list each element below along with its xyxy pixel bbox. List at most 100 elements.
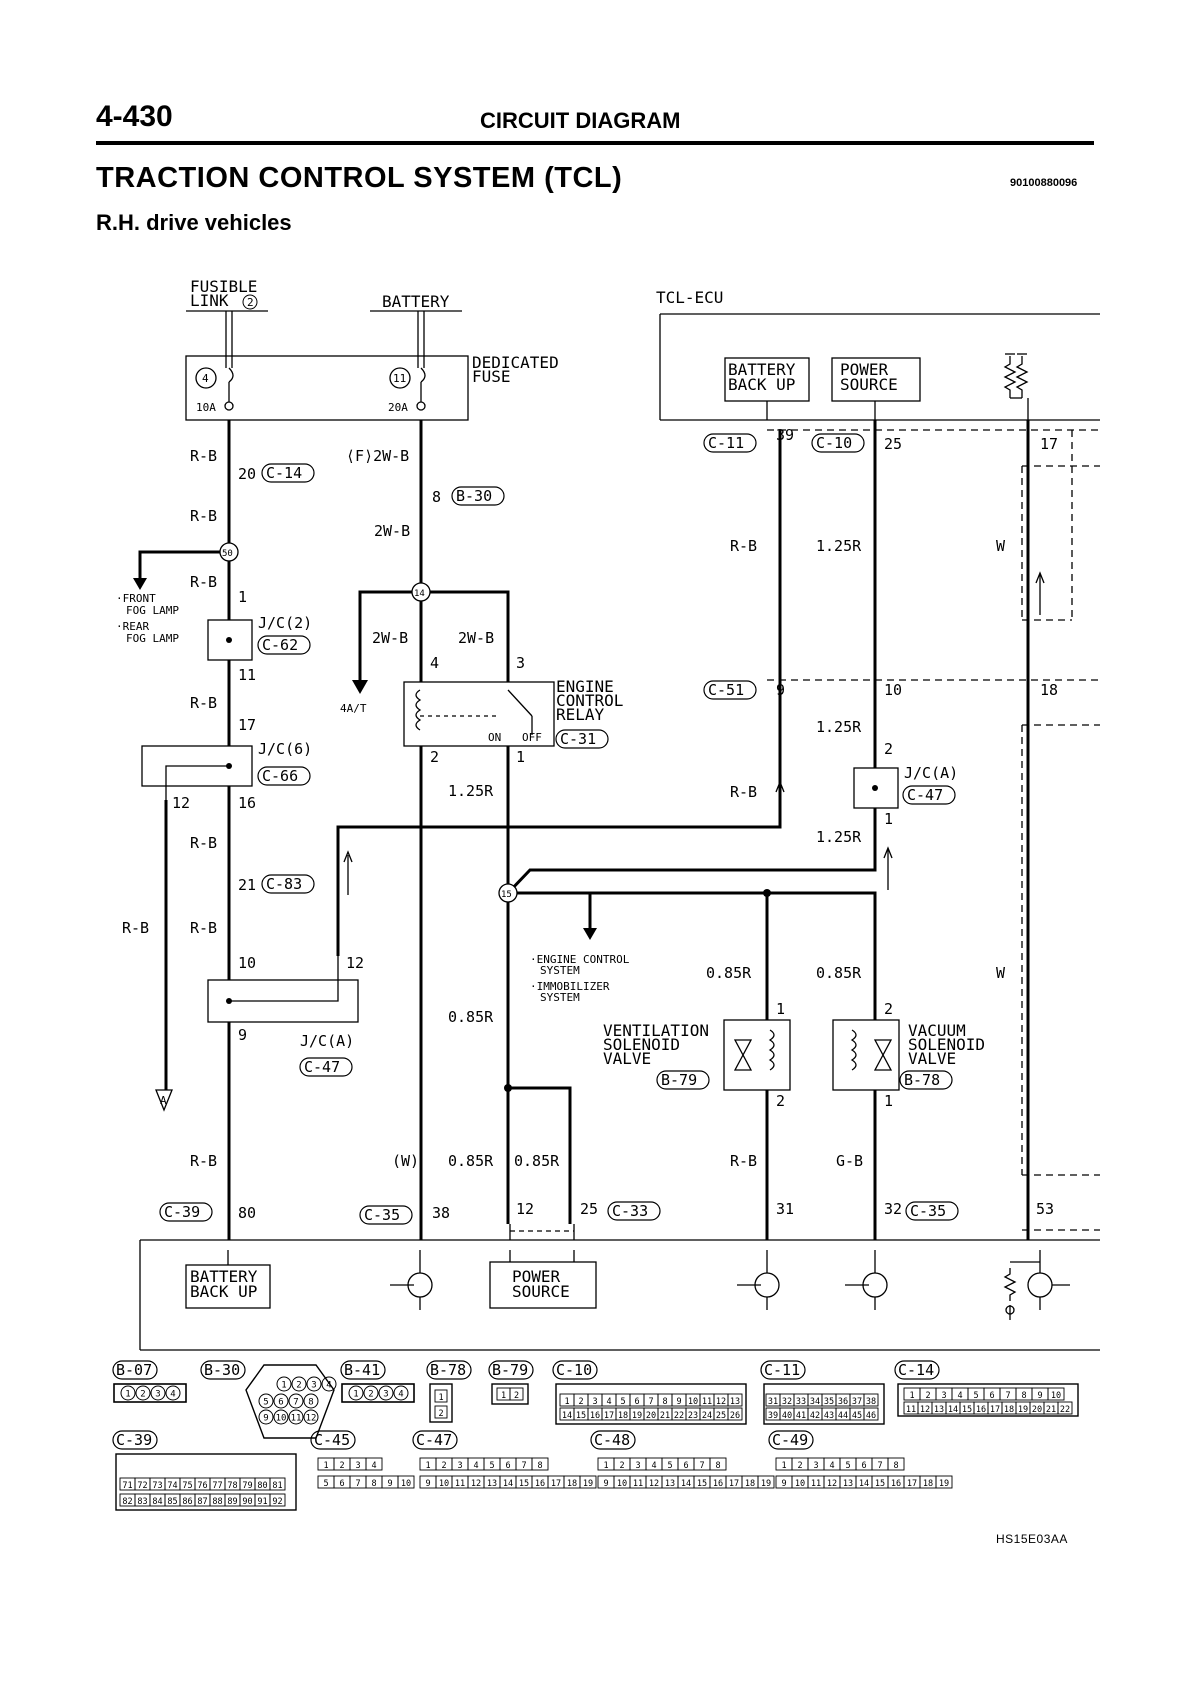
wire-color-label: 2W-B [372, 629, 408, 647]
connector-c14-pin: 8 [1021, 1391, 1026, 1401]
connector-c45-cell [365, 1457, 383, 1471]
connector-c11-pin: 33 [796, 1397, 806, 1407]
connector-c11-cell [863, 1393, 879, 1407]
wire-color-label: 0.85R [514, 1152, 560, 1170]
ground-a-label: A [160, 1094, 167, 1107]
connector-c47-pin: 15 [519, 1479, 529, 1489]
connector-c47-pin: 10 [439, 1479, 449, 1489]
connector-c39-pin: 85 [167, 1497, 177, 1507]
connector-b30-cell [306, 1376, 322, 1392]
bottom-battery-backup-label-2: BACK UP [190, 1282, 257, 1301]
splice-label: 15 [501, 890, 512, 900]
fuse-11-rating: 20A [388, 401, 408, 414]
connector-c45-pin: 1 [323, 1461, 328, 1471]
connector-c10-cell [727, 1393, 743, 1407]
connector-c39-pin: 92 [272, 1497, 282, 1507]
connector-c10-pin: 2 [578, 1397, 583, 1407]
connector-c11-pin: 37 [852, 1397, 862, 1407]
connector-b30-cell [303, 1409, 319, 1425]
front-fog-lamp-label-1: ·FRONT [116, 592, 156, 605]
connector-c48-pin: 15 [697, 1479, 707, 1489]
fuse-4-rating: 10A [196, 401, 216, 414]
connector-b07-cell [150, 1385, 166, 1401]
connector-c11-housing [763, 1383, 885, 1425]
connector-b41-pin: 4 [398, 1390, 403, 1400]
connector-b41-label: B-41 [344, 1361, 380, 1379]
pin-number: 25 [580, 1200, 598, 1218]
connector-c49-pin: 15 [875, 1479, 885, 1489]
connector-c11-pin: 46 [866, 1411, 876, 1421]
connector-b30-cell [258, 1393, 274, 1409]
connector-c48-pin: 2 [619, 1461, 624, 1471]
connector-c45-pin: 8 [371, 1479, 376, 1489]
tcl-ecu-label: TCL-ECU [656, 288, 723, 307]
connector-c10-pin: 7 [648, 1397, 653, 1407]
connector-c14-pin: 20 [1032, 1405, 1042, 1415]
connector-c11-pin: 31 [768, 1397, 778, 1407]
wire-color-label: R-B [190, 447, 217, 465]
pin-number: 18 [1040, 681, 1058, 699]
connector-c10-pin: 9 [676, 1397, 681, 1407]
fusible-link-label-2: LINK [190, 291, 229, 310]
connector-b30-pin: 1 [281, 1381, 286, 1391]
connector-c48-pin: 11 [633, 1479, 643, 1489]
connector-c11-pin: 38 [866, 1397, 876, 1407]
connector-b07-cell [135, 1385, 151, 1401]
connector-c14-cell [1057, 1401, 1073, 1415]
vacuum-valve-label-1: VACUUM [908, 1021, 966, 1040]
connector-c10-pin: 22 [674, 1411, 684, 1421]
pin-number: 38 [432, 1204, 450, 1222]
connector-callout: B-79 [661, 1071, 697, 1089]
wire-color-label: 2W-B [458, 629, 494, 647]
connector-b78-cell [434, 1405, 448, 1419]
connector-c49-pin: 17 [907, 1479, 917, 1489]
connector-b41-oval [340, 1360, 386, 1380]
connector-c47-oval [412, 1430, 458, 1450]
pin-number: 4 [430, 654, 439, 672]
wire-color-label: R-B [190, 507, 217, 525]
connector-c14-pin: 13 [934, 1405, 944, 1415]
connector-c48-label: C-48 [594, 1431, 630, 1449]
connector-callout: C-33 [612, 1202, 648, 1220]
pin-number: 3 [516, 654, 525, 672]
connector-c11-pin: 45 [852, 1411, 862, 1421]
connector-b79-pin: 1 [501, 1391, 506, 1401]
connector-b07-pin: 3 [155, 1390, 160, 1400]
connector-c49-pin: 6 [861, 1461, 866, 1471]
connector-c39-pin: 91 [257, 1497, 267, 1507]
connector-c10-pin: 3 [592, 1397, 597, 1407]
connector-c47-pin: 13 [487, 1479, 497, 1489]
connector-c49-pin: 13 [843, 1479, 853, 1489]
connector-c48-pin: 7 [699, 1461, 704, 1471]
connector-c10-pin: 1 [564, 1397, 569, 1407]
connector-b30-cell [288, 1409, 304, 1425]
connector-c39-cell [269, 1493, 286, 1507]
ecu-battery-backup-label-1: BATTERY [728, 360, 796, 379]
pin-number: 53 [1036, 1200, 1054, 1218]
connector-c39-pin: 84 [152, 1497, 162, 1507]
connector-c11-pin: 43 [824, 1411, 834, 1421]
ecu-battery-backup-label-2: BACK UP [728, 375, 795, 394]
connector-b30-cell [291, 1376, 307, 1392]
connector-c39-housing [115, 1453, 297, 1511]
connector-c48-pin: 18 [745, 1479, 755, 1489]
connector-c11-oval [760, 1360, 806, 1380]
connector-c47-pin: 2 [441, 1461, 446, 1471]
pin-number: 12 [172, 794, 190, 812]
connector-c14-pin: 15 [962, 1405, 972, 1415]
engine-control-system-label-1: ·ENGINE CONTROL [530, 953, 630, 966]
connector-b30-cell [258, 1409, 274, 1425]
connector-c47-pin: 8 [537, 1461, 542, 1471]
connector-c39-oval [112, 1430, 158, 1450]
connector-b78-pin: 1 [438, 1393, 443, 1403]
connector-b30-label: B-30 [204, 1361, 240, 1379]
connector-c45-pin: 7 [355, 1479, 360, 1489]
pin-number: 17 [238, 716, 256, 734]
connector-c10-pin: 16 [590, 1411, 600, 1421]
connector-c45-pin: 3 [355, 1461, 360, 1471]
connector-c49-pin: 1 [781, 1461, 786, 1471]
page-subtitle: R.H. drive vehicles [96, 210, 292, 235]
pin-number: 39 [776, 426, 794, 444]
